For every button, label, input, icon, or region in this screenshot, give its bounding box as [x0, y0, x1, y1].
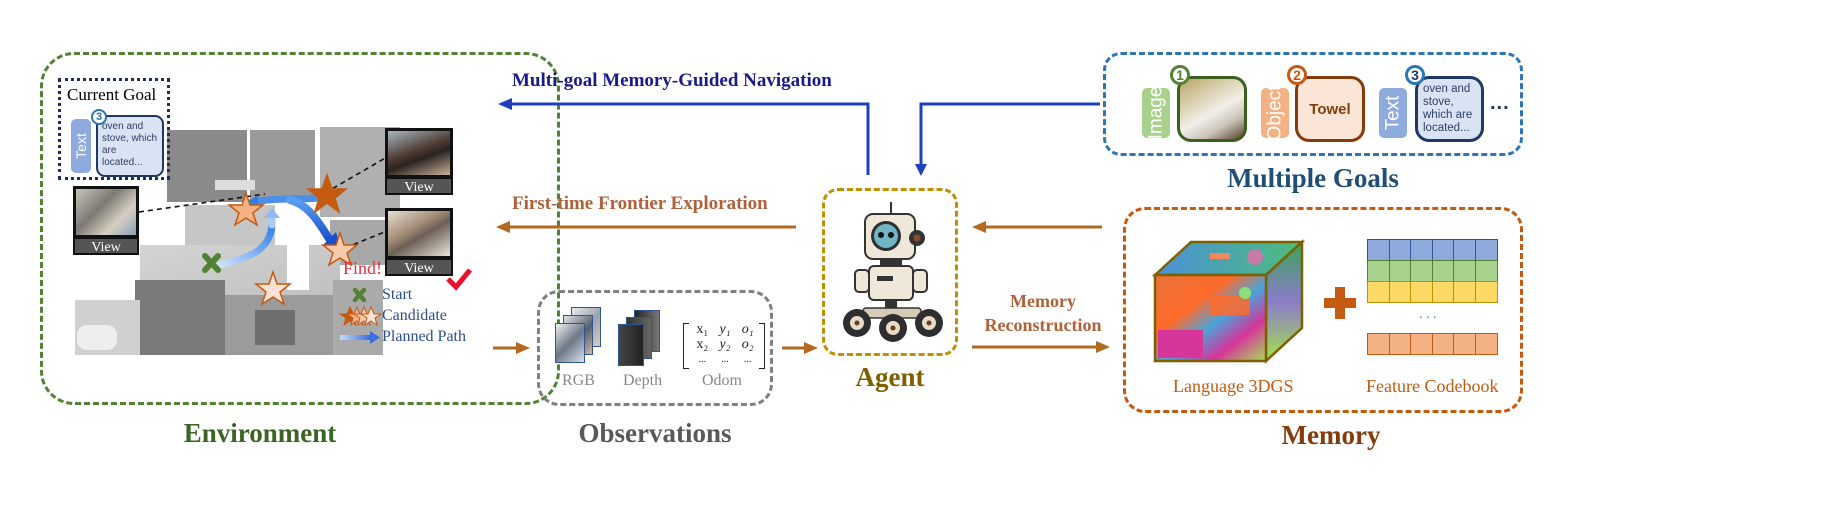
goal-badge-1: 1 [1170, 65, 1190, 85]
current-goal-text: oven and stove, which are located... [102, 121, 158, 168]
codebook-cell [1474, 333, 1498, 355]
codebook-ellipsis: ... [1419, 305, 1440, 321]
goals-box [1103, 52, 1523, 156]
rgb-label: RGB [562, 372, 595, 389]
goal-tag-text: Text [1379, 88, 1407, 138]
goal-object-text: Towel [1309, 100, 1351, 118]
rgb-stack [555, 307, 605, 367]
memory-to-agent-arrowhead [972, 221, 986, 233]
current-goal-card: oven and stove, which are located... [96, 115, 164, 177]
depth-label: Depth [623, 372, 663, 389]
odom-cell: o₂ [741, 337, 754, 352]
candidate-star-icon [320, 230, 360, 267]
goals-title: Multiple Goals [1227, 163, 1399, 193]
current-goal-badge: 3 [91, 109, 107, 125]
language-3dgs-label: Language 3DGS [1173, 376, 1294, 396]
memory-box [1123, 207, 1523, 413]
view-label: View [385, 258, 453, 276]
agent-box [822, 188, 958, 356]
memory-title: Memory [1281, 420, 1381, 450]
find-label: Find! [343, 258, 383, 278]
checkmark-icon [446, 268, 472, 291]
codebook-cell [1474, 281, 1498, 303]
view-label: View [385, 177, 453, 195]
reconstruction-arrowhead [1096, 341, 1110, 353]
view-thumbnail-left[interactable]: View [73, 186, 139, 255]
odom-cell: y₂ [719, 337, 731, 352]
agent-title: Agent [855, 362, 925, 392]
environment-title: Environment [183, 418, 337, 448]
depth-stack [618, 310, 668, 370]
codebook-row [1367, 281, 1498, 303]
goal-card-text[interactable]: oven and stove, which are located... [1415, 76, 1484, 142]
current-goal-tag: Text [71, 119, 91, 173]
leader-lines [138, 156, 388, 249]
observations-box [537, 290, 773, 406]
navigation-label: Multi-goal Memory-Guided Navigation [512, 70, 832, 91]
goal-text-content: oven and stove, which are located... [1423, 83, 1473, 134]
odom-cell: y₁ [719, 322, 731, 337]
view-thumbnail-bottom-right[interactable]: View [385, 208, 453, 276]
start-x-icon [202, 253, 221, 273]
navigation-arrowhead-down [915, 164, 927, 176]
floor-map [75, 115, 405, 355]
exploration-arrowhead [496, 221, 510, 233]
candidate-star-icon [305, 172, 349, 214]
view-thumbnail-top-right[interactable]: View [385, 128, 453, 195]
codebook-row [1367, 333, 1498, 355]
goal-badge-2: 2 [1287, 65, 1307, 85]
odom-cell: ... [698, 354, 707, 365]
odom-matrix: x₁ y₁ o₁ x₂ y₂ o₂ ... ... ... [683, 322, 765, 369]
floor-map-render [75, 127, 400, 355]
env-to-obs-arrowhead [516, 342, 530, 354]
exploration-label: First-time Frontier Exploration [512, 193, 768, 214]
observations-title: Observations [578, 418, 732, 448]
candidate-stars [226, 172, 360, 306]
planned-path [215, 194, 340, 269]
goal-badge-3: 3 [1405, 65, 1425, 85]
obs-to-agent-arrowhead [804, 342, 818, 354]
legend-start-icon [352, 287, 367, 303]
candidate-star-icon [226, 190, 266, 227]
legend-candidate-icon [338, 305, 383, 327]
memory-reconstruction-label-2: Reconstruction [984, 315, 1102, 335]
codebook-row [1367, 260, 1498, 282]
navigation-arrowhead-left [498, 98, 512, 110]
feature-codebook: ... [1367, 239, 1498, 359]
feature-codebook-label: Feature Codebook [1366, 376, 1499, 396]
language-3dgs-cube [1151, 239, 1306, 364]
robot-icon [843, 202, 943, 342]
memory-reconstruction-label-1: Memory [1010, 291, 1076, 311]
goal-card-image[interactable] [1177, 76, 1247, 142]
current-goal-box: Current Goal Text oven and stove, which … [58, 78, 170, 180]
legend-planned-path: Planned Path [382, 328, 466, 345]
goal-tag-image: Image [1142, 87, 1170, 139]
odom-cell: x₂ [696, 337, 709, 352]
legend-candidate: Candidate [382, 307, 447, 324]
goal-card-object[interactable]: Towel [1295, 76, 1365, 142]
view-label: View [73, 237, 139, 255]
legend-path-icon [340, 331, 380, 344]
navigation-arrow [510, 102, 1100, 175]
goals-ellipsis: ... [1490, 92, 1510, 114]
current-goal-title: Current Goal [67, 85, 157, 104]
odom-cell: ... [721, 354, 729, 365]
odom-cell: ... [743, 354, 752, 365]
legend-start: Start [382, 286, 413, 303]
goal-tag-object: Object [1261, 86, 1289, 140]
odom-cell: x₁ [696, 322, 709, 337]
candidate-star-icon [253, 269, 293, 306]
plus-icon [1324, 287, 1356, 319]
odom-cell: o₁ [741, 322, 754, 337]
odom-label: Odom [702, 372, 742, 389]
